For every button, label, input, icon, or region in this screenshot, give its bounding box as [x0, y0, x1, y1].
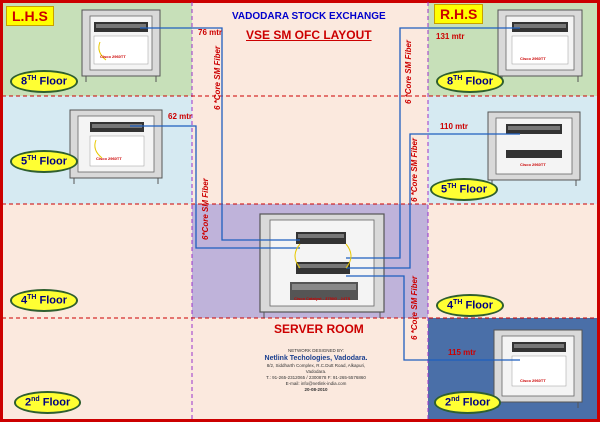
fiber-label-rhs-8th: 6 *Core SM Fiber: [404, 39, 413, 104]
fiber-label-lhs-5th: 6*Core SM Fiber: [201, 178, 210, 240]
fiber-label-lhs-8th: 6 *Core SM Fiber: [213, 45, 222, 110]
credits-company: Netlink Techologies, Vadodara.: [264, 355, 368, 362]
rhs-tag: R.H.S: [434, 4, 484, 24]
patch-cord-1: [294, 243, 301, 269]
fiber-route-lhs-8th: [140, 27, 300, 241]
floor-tag-lhs-4th: 4TH Floor: [10, 289, 79, 312]
floor-tag-lhs-8th: 8TH Floor: [10, 70, 79, 93]
layout-title: VSE SM OFC LAYOUT: [246, 28, 372, 42]
rack-lhs-8th: [81, 9, 161, 82]
credits-phone: T.: 91-265-2312065 / 2300878 F: 91-265-5…: [266, 375, 366, 380]
patch-cord-4: [94, 139, 103, 159]
floor-tag-rhs-8th: 8TH Floor: [436, 70, 505, 93]
distance-lhs-8th: 76 mtr: [198, 28, 223, 37]
rack-rhs-8th: [497, 9, 583, 82]
switch-label-rhs-8th: Cisco 2960TT: [520, 56, 546, 61]
lhs-tag: L.H.S: [6, 6, 54, 26]
switch-label-lhs-8th: Cisco 2960TT: [100, 54, 126, 59]
fiber-route-rhs-2nd: [346, 275, 520, 361]
fiber-label-rhs-2nd: 6 *Core SM Fiber: [410, 275, 419, 340]
distance-rhs-8th: 131 mtr: [436, 32, 465, 41]
rack-rhs-2nd: [493, 329, 583, 408]
switch-label-rhs-5th: Cisco 2960TT: [520, 162, 546, 167]
credits-address: 8/2, Siddharth Complex, R.C.Dutt Road, A…: [266, 363, 366, 374]
credits-block: NETWORK DESIGNED BY: Netlink Techologies…: [256, 348, 376, 393]
org-title: VADODARA STOCK EXCHANGE: [232, 11, 386, 22]
rack-rhs-5th: [487, 111, 581, 186]
floor-tag-rhs-4th: 4TH Floor: [436, 294, 505, 317]
patch-cords: [94, 41, 352, 269]
switch-label-rhs-2nd: Cisco 2960TT: [520, 378, 546, 383]
zone-center-bottom: [192, 318, 428, 420]
fiber-label-rhs-5th: 6 *Core SM Fiber: [410, 137, 419, 202]
distance-rhs-5th: 110 mtr: [440, 122, 469, 131]
credits-date: 20-08-2010: [304, 387, 328, 392]
patch-cord-3: [98, 41, 107, 61]
fiber-route-rhs-8th: [346, 27, 520, 259]
distance-rhs-2nd: 115 mtr: [448, 348, 477, 357]
rack-server-room: [259, 213, 385, 318]
credits-designed-by: NETWORK DESIGNED BY:: [287, 348, 344, 353]
patch-cord-2: [345, 243, 352, 269]
floor-tag-lhs-5th: 5TH Floor: [10, 150, 79, 173]
fiber-route-rhs-5th: [346, 133, 520, 269]
switch-label-lhs-5th: Cisco 2960TT: [96, 156, 122, 161]
distance-lhs-5th: 62 mtr: [168, 112, 193, 121]
zone-center-top: [192, 2, 428, 204]
fiber-routes: [130, 27, 520, 361]
fiber-route-lhs-5th: [130, 125, 300, 249]
floor-tag-lhs-2nd: 2nd Floor: [14, 391, 82, 414]
floor-tag-rhs-5th: 5TH Floor: [430, 178, 499, 201]
floor-tag-rhs-2nd: 2nd Floor: [434, 391, 502, 414]
credits-email: E-mail: info@netlink-india.com: [285, 381, 347, 386]
server-room-label: SERVER ROOM: [274, 322, 364, 336]
core-switch-label: Cisco Catalyst - 3750G - 24TS: [294, 296, 351, 301]
rack-lhs-5th: [69, 109, 163, 184]
